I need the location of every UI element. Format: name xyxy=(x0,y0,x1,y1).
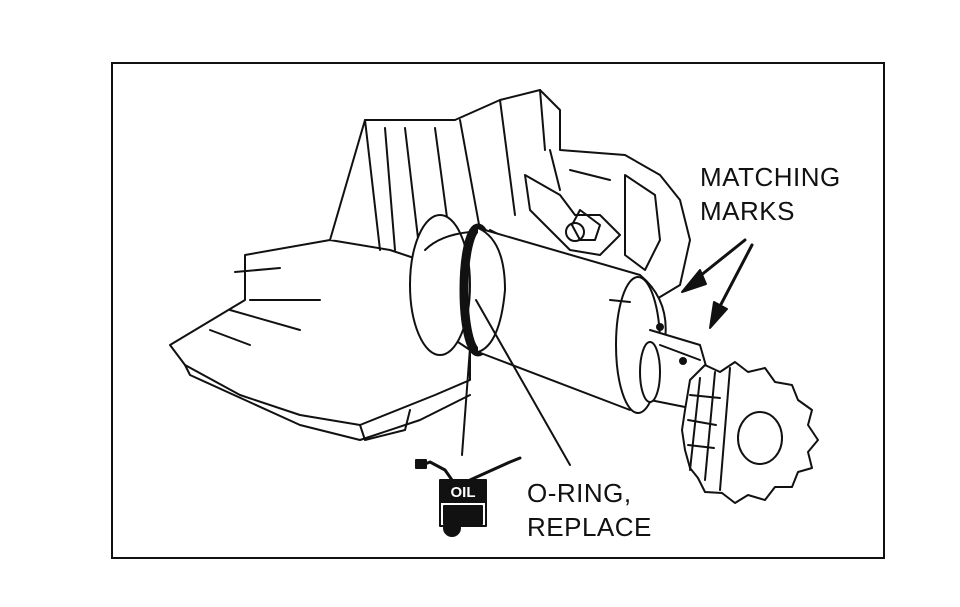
oring-label-line2: REPLACE xyxy=(527,512,652,542)
pinion-gear xyxy=(681,361,819,504)
shaft-sleeve xyxy=(477,227,667,414)
oil-icon-label: OIL xyxy=(450,484,476,501)
matching-marks-label-line1: MATCHING xyxy=(700,162,841,192)
oring-leader-lines xyxy=(461,299,571,466)
transmission-housing xyxy=(169,89,691,441)
figure-frame xyxy=(111,62,885,559)
housing-bore xyxy=(409,214,471,356)
matching-marks-label-line2: MARKS xyxy=(700,196,795,226)
matching-marks-arrows xyxy=(681,238,754,329)
oring-label-line1: O-RING, xyxy=(527,478,632,508)
oil-can-icon xyxy=(415,456,522,537)
